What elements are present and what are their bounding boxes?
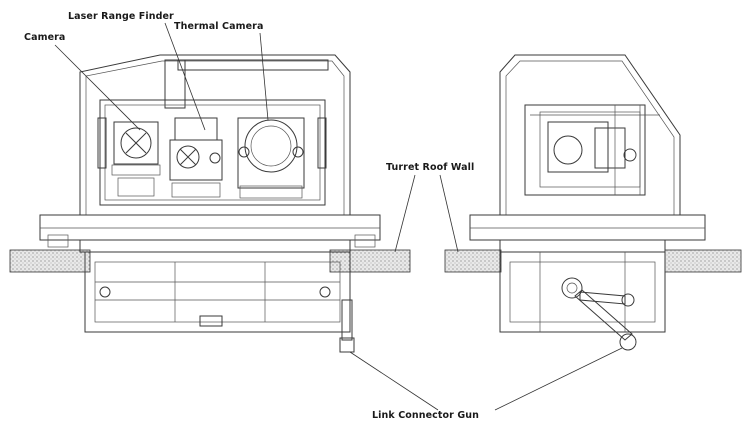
leader-link-connector-right (494, 347, 623, 411)
side-lower-drive (499, 251, 666, 333)
outer-housing (79, 54, 351, 215)
roof-wall-slab-right-a (444, 249, 502, 273)
leader-link-connector-left (349, 351, 439, 411)
thermal-camera-module (237, 117, 305, 199)
leader-turret-roof-wall-right (439, 174, 459, 253)
roof-wall-slab-mid (329, 249, 411, 273)
leader-lines (54, 22, 623, 411)
side-view (444, 54, 742, 351)
label-link-connector-gun: Link Connector Gun (372, 410, 479, 421)
sensor-window (99, 99, 326, 206)
camera-module (111, 121, 161, 197)
label-turret-roof-wall: Turret Roof Wall (386, 162, 475, 173)
leader-laser-range-finder (164, 22, 206, 131)
label-laser-range-finder: Laser Range Finder (68, 11, 174, 22)
roof-wall-slab-right-b (664, 249, 742, 273)
laser-range-finder-module (169, 117, 223, 198)
lower-drive (84, 251, 351, 333)
leader-thermal-camera (259, 32, 269, 121)
roof-wall-slab-left (9, 249, 91, 273)
front-view (9, 54, 411, 353)
base-flange (39, 214, 381, 241)
leader-turret-roof-wall-left (394, 174, 416, 253)
label-thermal-camera: Thermal Camera (174, 21, 264, 32)
label-camera: Camera (24, 32, 66, 43)
leader-camera (54, 44, 141, 131)
side-housing (499, 54, 681, 215)
